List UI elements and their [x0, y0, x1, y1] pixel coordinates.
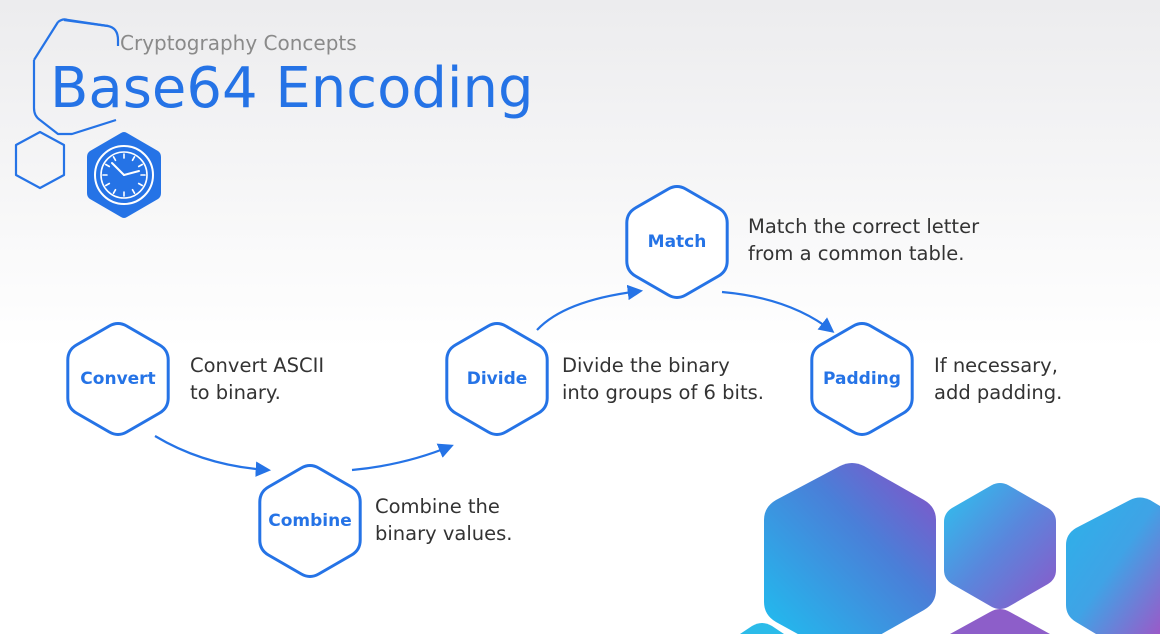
connector-arrow-convert-to-combine	[154, 435, 272, 477]
flow-nodes	[66, 185, 914, 578]
step-description-convert: Convert ASCII to binary.	[190, 352, 324, 406]
step-hexagon-divide	[445, 322, 549, 436]
step-description-line: add padding.	[934, 381, 1063, 404]
step-hexagon-combine	[258, 464, 362, 578]
slide-subtitle: Cryptography Concepts	[120, 31, 357, 55]
step-description-line: from a common table.	[748, 242, 965, 265]
header-hexagon-outline-small	[14, 130, 66, 190]
step-description-line: Match the correct letter	[748, 215, 980, 238]
clock-icon	[94, 145, 154, 205]
step-hexagon-match	[625, 185, 729, 299]
step-description-line: Divide the binary	[562, 354, 730, 377]
connector-arrow-combine-to-divide	[351, 443, 454, 472]
decorative-image-hexagon-large	[764, 463, 936, 634]
step-label-match: Match	[647, 232, 707, 252]
header-hexagon-outline-large	[32, 18, 120, 136]
step-description-line: Convert ASCII	[190, 354, 325, 377]
decorative-image-hexagon-medium	[944, 483, 1056, 609]
connector-arrow-match-to-padding	[721, 290, 835, 333]
step-description-divide: Divide the binary into groups of 6 bits.	[562, 352, 764, 406]
step-description-line: If necessary,	[934, 354, 1058, 377]
step-description-line: binary values.	[375, 522, 513, 545]
step-label-divide: Divide	[466, 369, 528, 389]
step-hexagon-convert	[66, 322, 170, 436]
step-label-combine: Combine	[268, 511, 352, 531]
step-description-line: into groups of 6 bits.	[562, 381, 764, 404]
flow-connectors	[154, 284, 835, 477]
connector-arrow-divide-to-match	[536, 284, 644, 331]
slide-title: Base64 Encoding	[50, 56, 534, 121]
step-description-padding: If necessary, add padding.	[934, 352, 1062, 406]
decorative-image-hexagon-bottom	[740, 609, 1050, 634]
decorative-image-hexagon-right	[1066, 497, 1160, 634]
step-description-line: to binary.	[190, 381, 281, 404]
step-description-match: Match the correct letter from a common ta…	[748, 213, 979, 267]
step-description-combine: Combine the binary values.	[375, 493, 512, 547]
step-label-padding: Padding	[823, 369, 901, 389]
step-label-convert: Convert	[80, 369, 156, 389]
step-description-line: Combine the	[375, 495, 500, 518]
step-hexagon-padding	[810, 322, 914, 436]
